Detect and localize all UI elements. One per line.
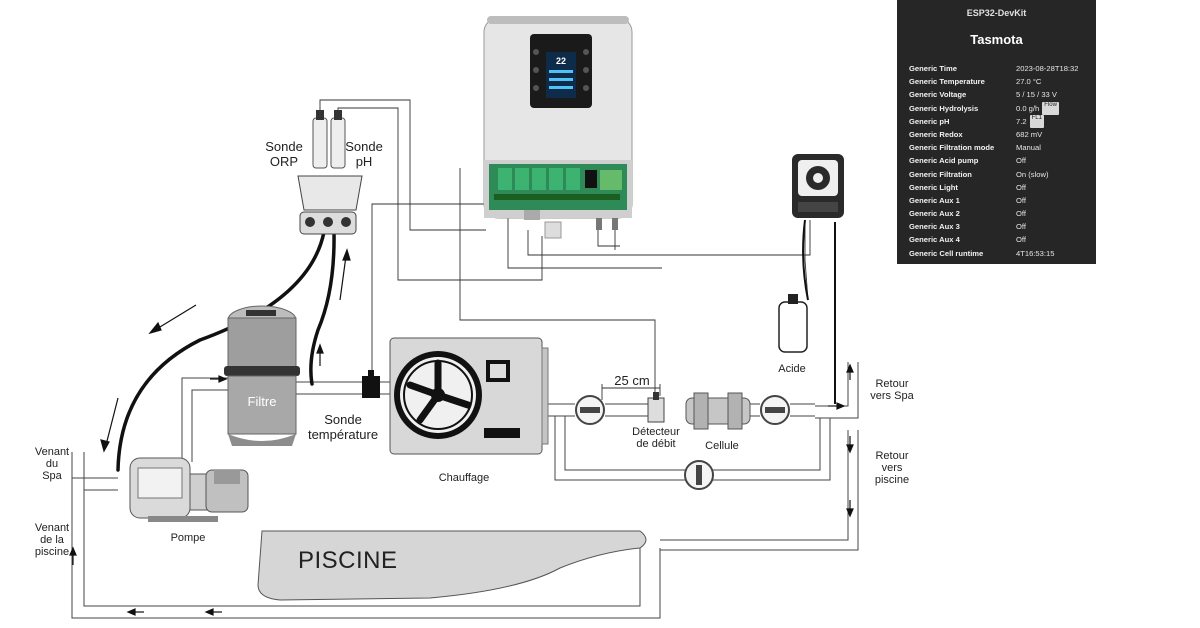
sensor-key: Generic Aux 2 [909, 209, 960, 219]
sensor-value: Manual [1016, 143, 1041, 153]
sensor-value: 27.0 °C [1016, 77, 1042, 87]
sensor-key: Generic Acid pump [909, 156, 979, 166]
pipe-network [71, 362, 859, 619]
sensor-value: Off [1016, 222, 1026, 232]
tasmota-status-panel: ESP32-DevKit Tasmota Generic Time 2023-08… [897, 0, 1096, 264]
table-row: Generic Acid pump Off [909, 154, 1093, 167]
acid-dosing-pump [792, 154, 844, 218]
table-row: Generic Temperature 27.0 °C [909, 75, 1093, 88]
label-retour-vers-spa: Retour vers Spa [870, 378, 914, 402]
heat-pump [389, 337, 549, 455]
electrolysis-cell [685, 392, 751, 430]
acid-tank [778, 294, 808, 353]
sensor-key: Generic Redox [909, 129, 963, 139]
sensor-key: Generic Aux 4 [909, 235, 960, 245]
controller-screen-value: 22 [556, 56, 566, 66]
sensor-key: Generic Aux 1 [909, 195, 960, 205]
label-venant-de-la-piscine: Venant de la piscine [34, 522, 70, 558]
sensor-key: Generic pH [909, 116, 950, 126]
sensor-value: 4T16:53:15 [1016, 248, 1055, 258]
sensor-key: Generic Time [909, 64, 957, 73]
sensor-value: 682 mV [1016, 129, 1043, 139]
filter [224, 305, 300, 446]
label-piscine: PISCINE [298, 547, 398, 574]
sensor-value: 2023-08-28T18:32 [1016, 64, 1079, 73]
sensor-key: Generic Filtration mode [909, 143, 995, 153]
table-row: Generic Time 2023-08-28T18:32 [909, 62, 1093, 75]
sensor-value: Off [1016, 156, 1026, 166]
sensor-key: Generic Cell runtime [909, 248, 984, 258]
label-sonde-ph: Sonde pH [345, 139, 383, 169]
sensor-key: Generic Aux 3 [909, 222, 960, 232]
label-detecteur-de-debit: Détecteur de débit [632, 426, 680, 450]
label-distance: 25 cm [614, 373, 650, 388]
table-row: Generic Aux 3 Off [909, 220, 1093, 233]
label-sonde-temperature: Sonde température [307, 412, 379, 442]
pool-shape [257, 530, 647, 601]
tasmota-title: Tasmota [970, 32, 1023, 47]
sensor-value: Off [1016, 182, 1026, 192]
tasmota-device-name: ESP32-DevKit [966, 8, 1027, 18]
probe-holder [297, 110, 363, 235]
flow-meter-1 [575, 395, 605, 425]
flow-detector [647, 392, 665, 423]
distance-dimension [601, 384, 661, 400]
label-pompe: Pompe [170, 532, 206, 544]
label-sonde-orp: Sonde ORP [265, 139, 303, 169]
label-retour-vers-piscine: Retour vers piscine [874, 450, 910, 486]
flow-meter-bypass [684, 460, 714, 490]
sensor-value: Off [1016, 195, 1026, 205]
sensor-value: 7.2 [1016, 116, 1027, 126]
sensor-value: On (slow) [1016, 169, 1049, 179]
sensor-value: 0.0 g/h [1016, 103, 1040, 113]
table-row: Generic Light Off [909, 181, 1093, 194]
temperature-sensor [362, 370, 380, 398]
sensor-value: Off [1016, 235, 1026, 245]
sensor-value: Off [1016, 209, 1026, 219]
chlorinator-controller: 22 [483, 16, 633, 239]
table-row: Generic Redox 682 mV [909, 128, 1093, 141]
table-row: Generic Aux 1 Off [909, 194, 1093, 207]
probe-tubes [116, 230, 336, 472]
table-row: Generic Cell runtime 4T16:53:15 [909, 247, 1093, 260]
table-row: Generic Aux 2 Off [909, 207, 1093, 220]
table-row: Generic Filtration mode Manual [909, 141, 1093, 154]
sensor-key: Generic Light [909, 182, 958, 192]
sensor-key: Generic Hydrolysis [909, 103, 979, 113]
flow-meter-2 [760, 395, 790, 425]
sensor-value: 5 / 15 / 33 V [1016, 90, 1057, 100]
label-chauffage: Chauffage [438, 472, 490, 484]
sensor-key: Generic Temperature [909, 77, 985, 87]
label-acide: Acide [778, 363, 806, 375]
sensor-badge: Flow [1042, 101, 1059, 115]
table-row: Generic Aux 4 Off [909, 233, 1093, 246]
flow-arrows [69, 248, 854, 616]
label-filtre: Filtre [247, 394, 277, 409]
sensor-key: Generic Filtration [909, 169, 972, 179]
sensor-badge: FL1 [1029, 114, 1044, 128]
label-venant-du-spa: Venant du Spa [34, 446, 70, 482]
table-row: Generic Voltage 5 / 15 / 33 V [909, 88, 1093, 101]
label-cellule: Cellule [705, 440, 739, 452]
table-row: Generic Filtration On (slow) [909, 168, 1093, 181]
sensor-key: Generic Voltage [909, 90, 967, 100]
pump [129, 457, 249, 522]
